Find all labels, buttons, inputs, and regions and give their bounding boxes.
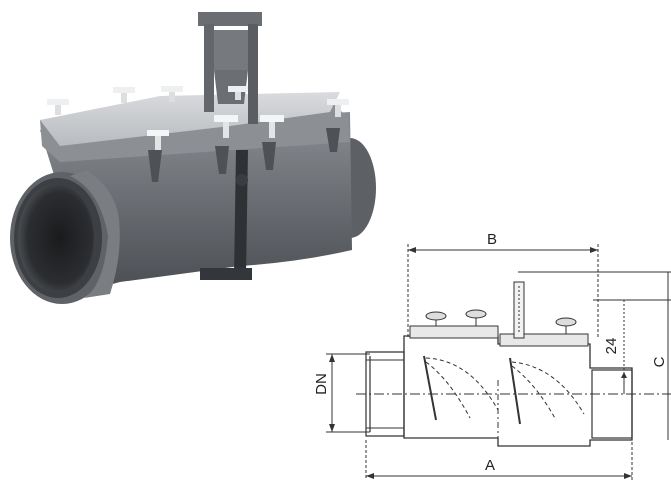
inlet-seal xyxy=(18,184,94,292)
wing-screw-icon xyxy=(327,99,349,117)
gate-plate xyxy=(204,24,214,112)
wing-screw-icon xyxy=(47,99,69,115)
gate-plate xyxy=(214,30,248,70)
lid-right xyxy=(499,333,589,347)
dimension-label-a: A xyxy=(485,457,495,474)
flap-arc xyxy=(425,357,499,411)
wing-screw-icon xyxy=(214,115,238,138)
wing-screw-icon xyxy=(113,87,135,103)
knob-icon xyxy=(555,317,577,334)
side-lug xyxy=(262,142,276,170)
clamp-band xyxy=(234,150,248,276)
dimension-label-dn: DN xyxy=(313,373,330,395)
clamp-foot xyxy=(200,268,252,280)
lid-top xyxy=(40,92,340,146)
knob-icon xyxy=(465,309,487,326)
socket-collar xyxy=(70,170,120,298)
clamp-bolt xyxy=(236,174,248,186)
gate-plate xyxy=(248,24,258,124)
wing-screws xyxy=(47,86,349,150)
dimension-label-24: 24 xyxy=(603,338,620,355)
wing-screw-icon xyxy=(147,130,169,150)
valve-photo xyxy=(10,12,376,304)
wing-screw-icon xyxy=(228,86,248,100)
side-lug xyxy=(326,128,340,152)
flap xyxy=(423,355,437,421)
dimension-label-b: B xyxy=(487,231,497,248)
lid-left xyxy=(409,325,499,339)
knob-icon xyxy=(425,311,447,326)
dimension-label-c: C xyxy=(651,356,668,367)
wing-screw-icon xyxy=(260,115,284,138)
flap-arc xyxy=(425,361,471,419)
wing-screw-icon xyxy=(161,86,183,102)
body-outline xyxy=(403,335,633,447)
flap-arc xyxy=(511,361,585,415)
gate-plate xyxy=(198,12,262,26)
flap xyxy=(509,357,521,425)
side-lug xyxy=(148,150,162,182)
outlet-spigot-outline xyxy=(591,369,633,439)
technical-drawing xyxy=(326,244,671,480)
side-lug xyxy=(215,146,229,174)
